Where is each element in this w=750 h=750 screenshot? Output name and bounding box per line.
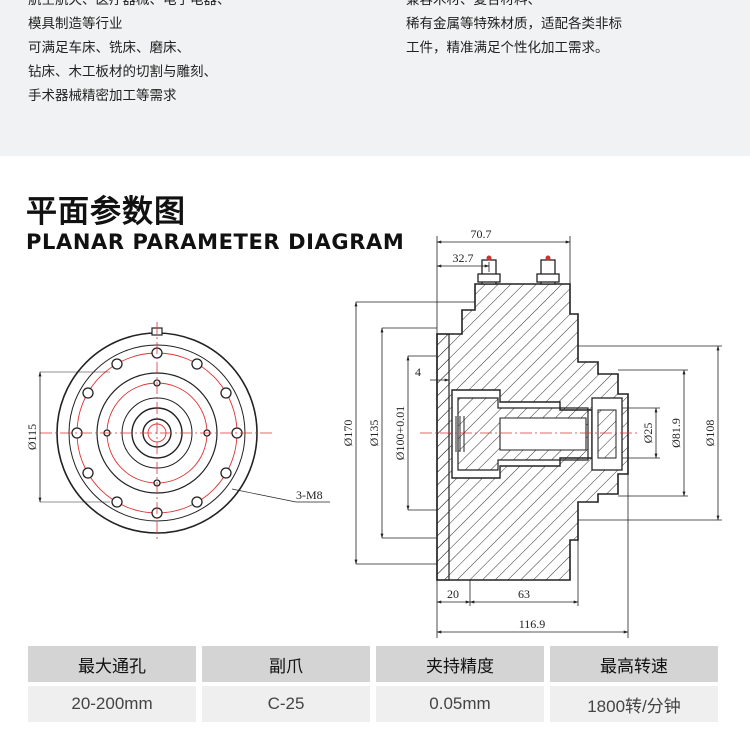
spec-value-cell: 20-200mm bbox=[28, 686, 196, 722]
spec-table: 最大通孔 副爪 夹持精度 最高转速 20-200mm C-25 0.05mm 1… bbox=[28, 646, 718, 726]
spec-value-cell: 1800转/分钟 bbox=[550, 686, 718, 722]
intro-left-line: 手术器械精密加工等需求 bbox=[28, 88, 177, 104]
dim-100: Ø100+0.01 bbox=[393, 406, 407, 460]
spec-value-row: 20-200mm C-25 0.05mm 1800转/分钟 bbox=[28, 686, 718, 722]
dim-32-7: 32.7 bbox=[453, 251, 474, 265]
technical-drawing: Ø115 3-M8 bbox=[25, 227, 722, 638]
intro-right-column: 兼容木材、复合材料、 稀有金属等特殊材质，适配各类非标 工件，精准满足个性化加工… bbox=[406, 0, 622, 60]
dim-108: Ø108 bbox=[703, 420, 717, 447]
intro-left-line: 航空航天、医疗器械、电子电器、 bbox=[28, 0, 231, 8]
dim-81-9: Ø81.9 bbox=[669, 418, 683, 448]
section-title-en: PLANAR PARAMETER DIAGRAM bbox=[26, 230, 405, 254]
dim-63: 63 bbox=[518, 587, 530, 601]
spec-header-cell: 夹持精度 bbox=[376, 646, 544, 682]
thread-label: 3-M8 bbox=[296, 488, 323, 502]
fitting-tips bbox=[486, 255, 551, 261]
dim-116-9: 116.9 bbox=[519, 617, 546, 631]
dim-170: Ø170 bbox=[341, 420, 355, 447]
spec-header-cell: 副爪 bbox=[202, 646, 370, 682]
spec-header-cell: 最大通孔 bbox=[28, 646, 196, 682]
top-fittings bbox=[477, 259, 560, 285]
dim-4: 4 bbox=[415, 365, 421, 379]
bolt-holes bbox=[71, 347, 243, 519]
intro-right-line: 兼容木材、复合材料、 bbox=[406, 0, 541, 8]
flange bbox=[436, 333, 450, 581]
intro-left-line: 钻床、木工板材的切割与雕刻、 bbox=[28, 64, 217, 80]
intro-right-line: 工件，精准满足个性化加工需求。 bbox=[406, 40, 609, 56]
intro-left-line: 模具制造等行业 bbox=[28, 16, 123, 32]
front-diameter-label: Ø115 bbox=[25, 424, 39, 450]
spec-header-cell: 最高转速 bbox=[550, 646, 718, 682]
side-view: 70.7 32.7 4 Ø170 Ø135 Ø100+0.01 Ø25 Ø81.… bbox=[341, 227, 722, 638]
spec-value-cell: 0.05mm bbox=[376, 686, 544, 722]
dim-135: Ø135 bbox=[367, 420, 381, 447]
intro-right-line: 稀有金属等特殊材质，适配各类非标 bbox=[406, 16, 622, 32]
intro-left-column: 航空航天、医疗器械、电子电器、 模具制造等行业 可满足车床、铣床、磨床、 钻床、… bbox=[28, 0, 231, 108]
section-title-cn: 平面参数图 bbox=[26, 194, 186, 230]
front-view: Ø115 3-M8 bbox=[25, 322, 330, 542]
spec-header-row: 最大通孔 副爪 夹持精度 最高转速 bbox=[28, 646, 718, 682]
collet-bore bbox=[499, 417, 587, 451]
intro-text-panel: 航空航天、医疗器械、电子电器、 模具制造等行业 可满足车床、铣床、磨床、 钻床、… bbox=[0, 0, 750, 156]
dim-20: 20 bbox=[447, 587, 459, 601]
intro-left-line: 可满足车床、铣床、磨床、 bbox=[28, 40, 190, 56]
dim-70-7: 70.7 bbox=[471, 227, 492, 241]
spec-value-cell: C-25 bbox=[202, 686, 370, 722]
dim-25: Ø25 bbox=[641, 423, 655, 444]
bore-thread bbox=[451, 416, 465, 452]
